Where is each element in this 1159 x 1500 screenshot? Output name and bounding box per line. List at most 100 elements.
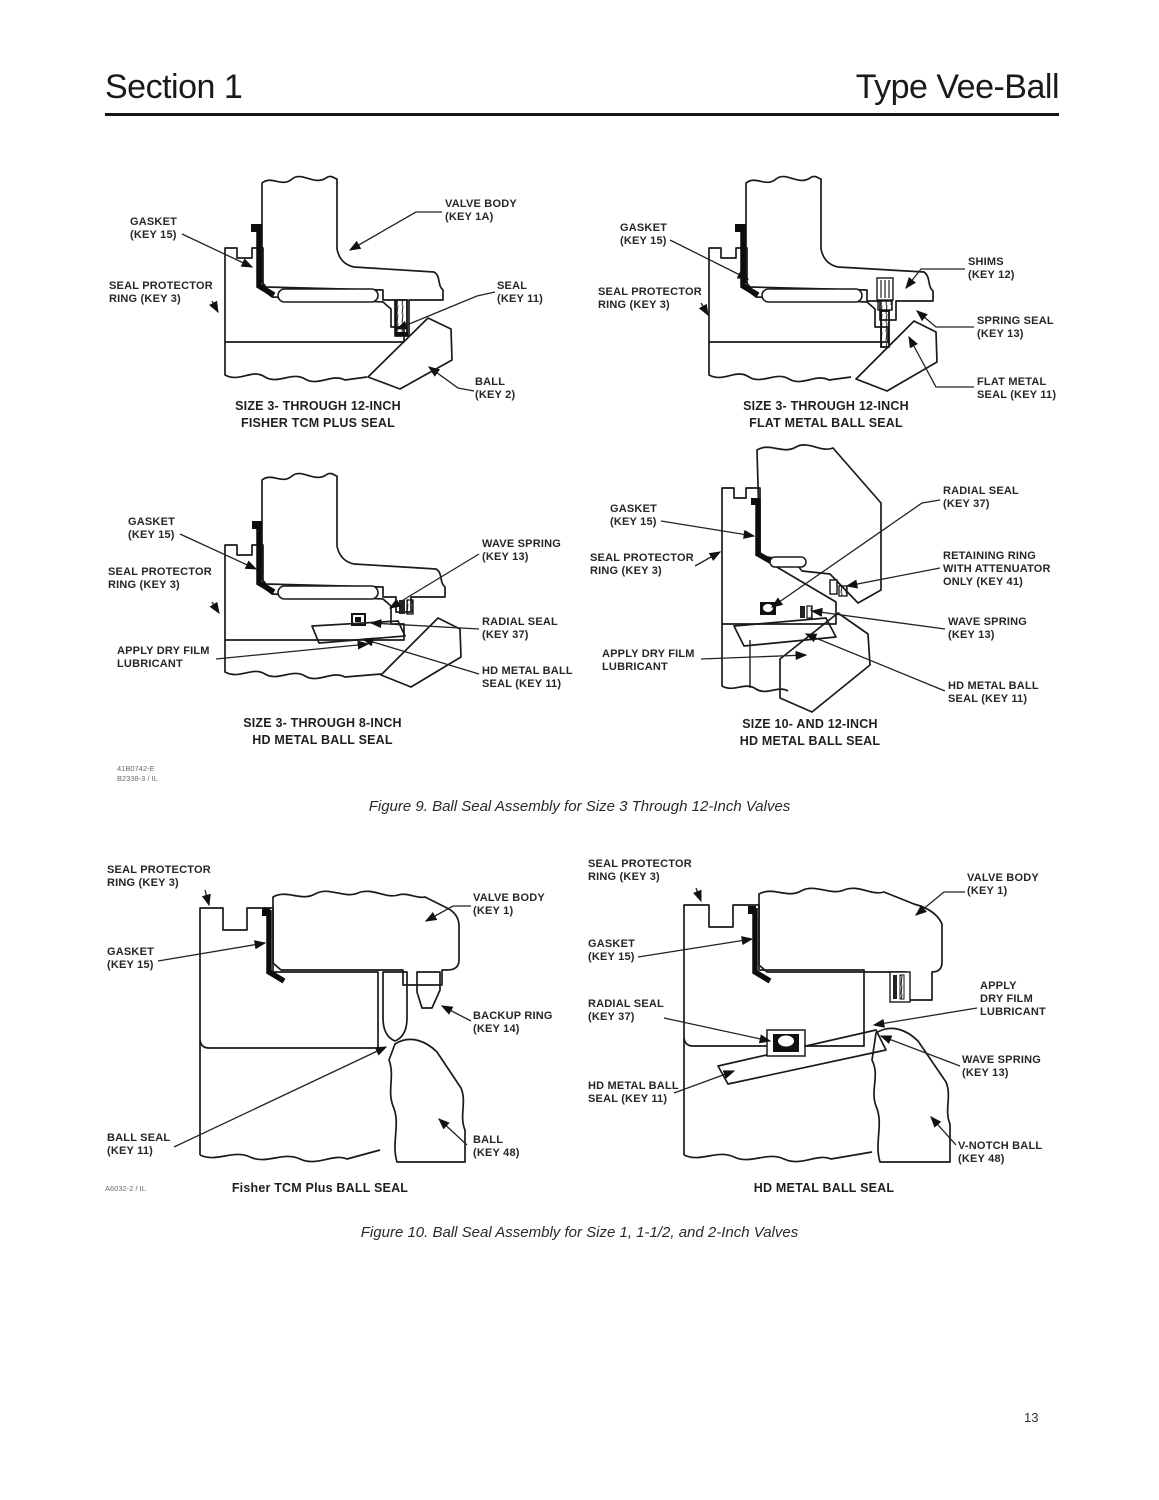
- label-seal: SEAL (KEY 11): [497, 280, 544, 305]
- label-wave-spring: WAVE SPRING (KEY 13): [948, 616, 1028, 641]
- label-valve-body: VALVE BODY (KEY 1A): [445, 198, 517, 223]
- diagram-caption-hd-10-12: SIZE 10- AND 12-INCH HD METAL BALL SEAL: [739, 717, 881, 748]
- flat-metal-seal-shape: [880, 310, 890, 348]
- wave-spring-shape: [889, 971, 911, 1003]
- valve-body-shape: [261, 472, 446, 613]
- label-gasket: GASKET (KEY 15): [588, 938, 636, 963]
- label-backup-ring: BACKUP RING (KEY 14): [473, 1010, 553, 1035]
- label-hd-metal-ball-seal: HD METAL BALL SEAL (KEY 11): [482, 665, 573, 690]
- drawing-number-figure10: A6032-2 / IL: [105, 1184, 146, 1193]
- product-title: Type Vee-Ball: [855, 68, 1060, 106]
- label-wave-spring: WAVE SPRING (KEY 13): [962, 1054, 1042, 1079]
- diagram-art-flat-metal: [669, 175, 974, 392]
- leader-lines: [669, 239, 974, 388]
- diagram-art-hd-10-12: [660, 444, 946, 713]
- valve-body-shape: [272, 890, 460, 986]
- valve-body-shape: [756, 444, 882, 604]
- label-apply-dry-film-lubricant: APPLY DRY FILM LUBRICANT: [980, 980, 1046, 1018]
- valve-body-shape: [758, 887, 943, 1001]
- figure9-caption: Figure 9. Ball Seal Assembly for Size 3 …: [368, 798, 791, 815]
- ball-shape: [388, 1038, 466, 1163]
- seal-protector-ring-shape: [199, 907, 381, 1163]
- label-radial-seal: RADIAL SEAL (KEY 37): [588, 998, 664, 1023]
- label-wave-spring: WAVE SPRING (KEY 13): [482, 538, 562, 563]
- label-ball: BALL (KEY 2): [475, 376, 516, 401]
- seal-protector-ring-shape: [721, 487, 837, 693]
- diagram-art-tcm-plus: [181, 175, 496, 392]
- label-flat-metal-seal: FLAT METAL SEAL (KEY 11): [977, 376, 1057, 401]
- label-v-notch-ball: V-NOTCH BALL (KEY 48): [958, 1140, 1043, 1165]
- label-radial-seal: RADIAL SEAL (KEY 37): [943, 485, 1019, 510]
- diagram-art-hd-3-8: [179, 472, 480, 688]
- label-ball: BALL (KEY 48): [473, 1134, 520, 1159]
- figure10-caption: Figure 10. Ball Seal Assembly for Size 1…: [360, 1224, 799, 1241]
- retaining-ring-shape: [829, 579, 848, 597]
- label-radial-seal: RADIAL SEAL (KEY 37): [482, 616, 558, 641]
- ball-shape: [855, 320, 938, 392]
- label-seal-protector-ring: SEAL PROTECTOR RING (KEY 3): [588, 858, 692, 883]
- label-hd-metal-ball-seal: HD METAL BALL SEAL (KEY 11): [948, 680, 1039, 705]
- label-seal-protector-ring: SEAL PROTECTOR RING (KEY 3): [590, 552, 694, 577]
- wave-spring-shape: [399, 599, 414, 615]
- diagram-caption-flat-metal: SIZE 3- THROUGH 12-INCH FLAT METAL BALL …: [743, 399, 909, 430]
- label-spring-seal: SPRING SEAL (KEY 13): [977, 315, 1054, 340]
- ball-shape: [871, 1027, 951, 1163]
- gasket-shape: [735, 224, 863, 303]
- diagram-hd-metal-ball-seal-small: SEAL PROTECTOR RING (KEY 3) GASKET (KEY …: [584, 850, 1075, 1205]
- gasket-shape: [251, 224, 379, 303]
- label-valve-body: VALVE BODY (KEY 1): [473, 892, 545, 917]
- radial-seal-shape: [766, 1029, 806, 1057]
- label-seal-protector-ring: SEAL PROTECTOR RING (KEY 3): [109, 280, 213, 305]
- label-hd-metal-ball-seal: HD METAL BALL SEAL (KEY 11): [588, 1080, 679, 1105]
- diagram-tcm-plus-seal: GASKET (KEY 15) SEAL PROTECTOR RING (KEY…: [100, 170, 575, 450]
- header-rule: [105, 113, 1059, 116]
- drawing-number-figure9: 41B0742-E B2338-3 / IL: [117, 764, 158, 783]
- label-valve-body: VALVE BODY (KEY 1): [967, 872, 1039, 897]
- radial-seal-shape: [760, 602, 776, 615]
- seal-protector-ring-shape: [683, 904, 873, 1163]
- ball-seal-shape: [382, 971, 408, 1042]
- diagram-caption-hd-small: HD METAL BALL SEAL: [753, 1181, 895, 1195]
- leader-lines: [637, 887, 978, 1146]
- wave-spring-shape: [800, 605, 813, 619]
- valve-body-shape: [745, 175, 934, 321]
- label-seal-protector-ring: SEAL PROTECTOR RING (KEY 3): [107, 864, 211, 889]
- leader-lines: [181, 211, 496, 392]
- diagram-fisher-tcm-plus-ball-seal: SEAL PROTECTOR RING (KEY 3) GASKET (KEY …: [95, 850, 575, 1205]
- label-gasket: GASKET (KEY 15): [107, 946, 155, 971]
- leader-lines: [179, 533, 480, 675]
- label-retaining-ring: RETAINING RING WITH ATTENUATOR ONLY (KEY…: [943, 550, 1051, 588]
- label-apply-dry-film-lubricant: APPLY DRY FILM LUBRICANT: [117, 645, 210, 670]
- leader-lines: [157, 889, 472, 1148]
- gasket-shape: [748, 906, 772, 984]
- gasket-shape: [252, 521, 379, 600]
- valve-body-shape: [261, 175, 444, 337]
- label-gasket: GASKET (KEY 15): [620, 222, 668, 247]
- diagram-hd-metal-ball-seal-3-8: GASKET (KEY 15) SEAL PROTECTOR RING (KEY…: [100, 460, 575, 755]
- leader-lines: [660, 499, 946, 692]
- section-title: Section 1: [105, 68, 243, 106]
- backup-ring-shape: [416, 971, 441, 1009]
- diagram-art-tcm-small: [157, 889, 472, 1163]
- diagram-caption-hd-3-8: SIZE 3- THROUGH 8-INCH HD METAL BALL SEA…: [243, 716, 402, 747]
- diagram-hd-metal-ball-seal-10-12: GASKET (KEY 15) SEAL PROTECTOR RING (KEY…: [584, 440, 1065, 755]
- radial-seal-shape: [351, 613, 366, 626]
- label-ball-seal: BALL SEAL (KEY 11): [107, 1132, 171, 1157]
- diagram-art-hd-small: [637, 887, 978, 1163]
- label-gasket: GASKET (KEY 15): [130, 216, 178, 241]
- ball-shape: [380, 617, 462, 688]
- spring-seal-shape: [877, 300, 893, 311]
- shims-shape: [876, 277, 894, 301]
- label-gasket: GASKET (KEY 15): [610, 503, 658, 528]
- label-shims: SHIMS (KEY 12): [968, 256, 1015, 281]
- label-seal-protector-ring: SEAL PROTECTOR RING (KEY 3): [598, 286, 702, 311]
- gasket-shape: [751, 498, 807, 568]
- diagram-caption-tcm-plus: SIZE 3- THROUGH 12-INCH FISHER TCM PLUS …: [235, 399, 401, 430]
- label-gasket: GASKET (KEY 15): [128, 516, 176, 541]
- gasket-shape: [262, 908, 286, 984]
- diagram-caption-tcm-small: Fisher TCM Plus BALL SEAL: [231, 1181, 409, 1195]
- ball-shape: [779, 612, 871, 713]
- page-number: 13: [1024, 1410, 1039, 1425]
- label-apply-dry-film-lubricant: APPLY DRY FILM LUBRICANT: [602, 648, 695, 673]
